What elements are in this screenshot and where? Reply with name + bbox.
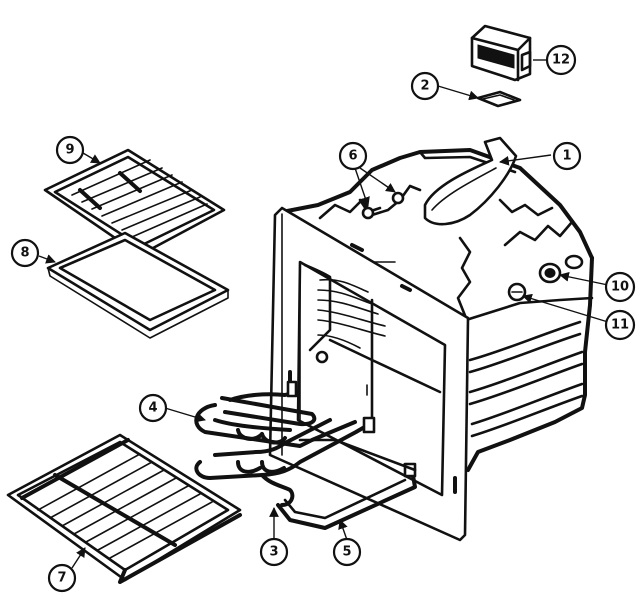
oven-light-socket-part-10 — [538, 254, 584, 284]
callout-label: 4 — [148, 401, 157, 416]
broiler-pan-grid-part-9 — [43, 148, 226, 257]
callout-11: 11 — [604, 309, 636, 341]
oven-light-bulb-part-11 — [507, 282, 527, 302]
callout-label: 7 — [57, 571, 66, 586]
callout-10: 10 — [604, 271, 636, 303]
callout-label: 3 — [269, 545, 278, 560]
light-cover-part-2 — [476, 90, 522, 108]
bake-element-part-5 — [276, 438, 417, 530]
broiler-pan-part-8 — [46, 231, 230, 339]
broil-element-part-4 — [194, 380, 357, 448]
callout-label: 10 — [611, 280, 629, 295]
callout-label: 6 — [348, 149, 357, 164]
callout-8: 8 — [10, 238, 40, 268]
callout-label: 12 — [552, 53, 570, 68]
callout-7: 7 — [47, 563, 77, 593]
callout-3: 3 — [259, 537, 289, 567]
oven-rack-part-7 — [6, 433, 242, 584]
oven-front-frame — [268, 206, 470, 542]
callout-4: 4 — [138, 393, 168, 423]
callout-label: 2 — [420, 79, 429, 94]
callout-6: 6 — [338, 141, 368, 171]
callout-12: 12 — [545, 44, 577, 76]
latch-box-part-12 — [470, 24, 532, 82]
callout-5: 5 — [332, 537, 362, 567]
leader-lines — [38, 59, 609, 569]
oven-interior — [303, 263, 442, 432]
screws-part-6 — [361, 191, 405, 220]
callout-label: 8 — [20, 246, 29, 261]
vent-duct-part-1 — [423, 136, 518, 226]
callout-label: 11 — [611, 318, 629, 333]
callout-label: 9 — [65, 143, 74, 158]
callout-1: 1 — [552, 141, 582, 171]
callout-2: 2 — [410, 71, 440, 101]
oven-cavity-body — [280, 148, 594, 472]
callout-label: 1 — [562, 149, 571, 164]
callout-9: 9 — [55, 135, 85, 165]
callout-label: 5 — [342, 545, 351, 560]
